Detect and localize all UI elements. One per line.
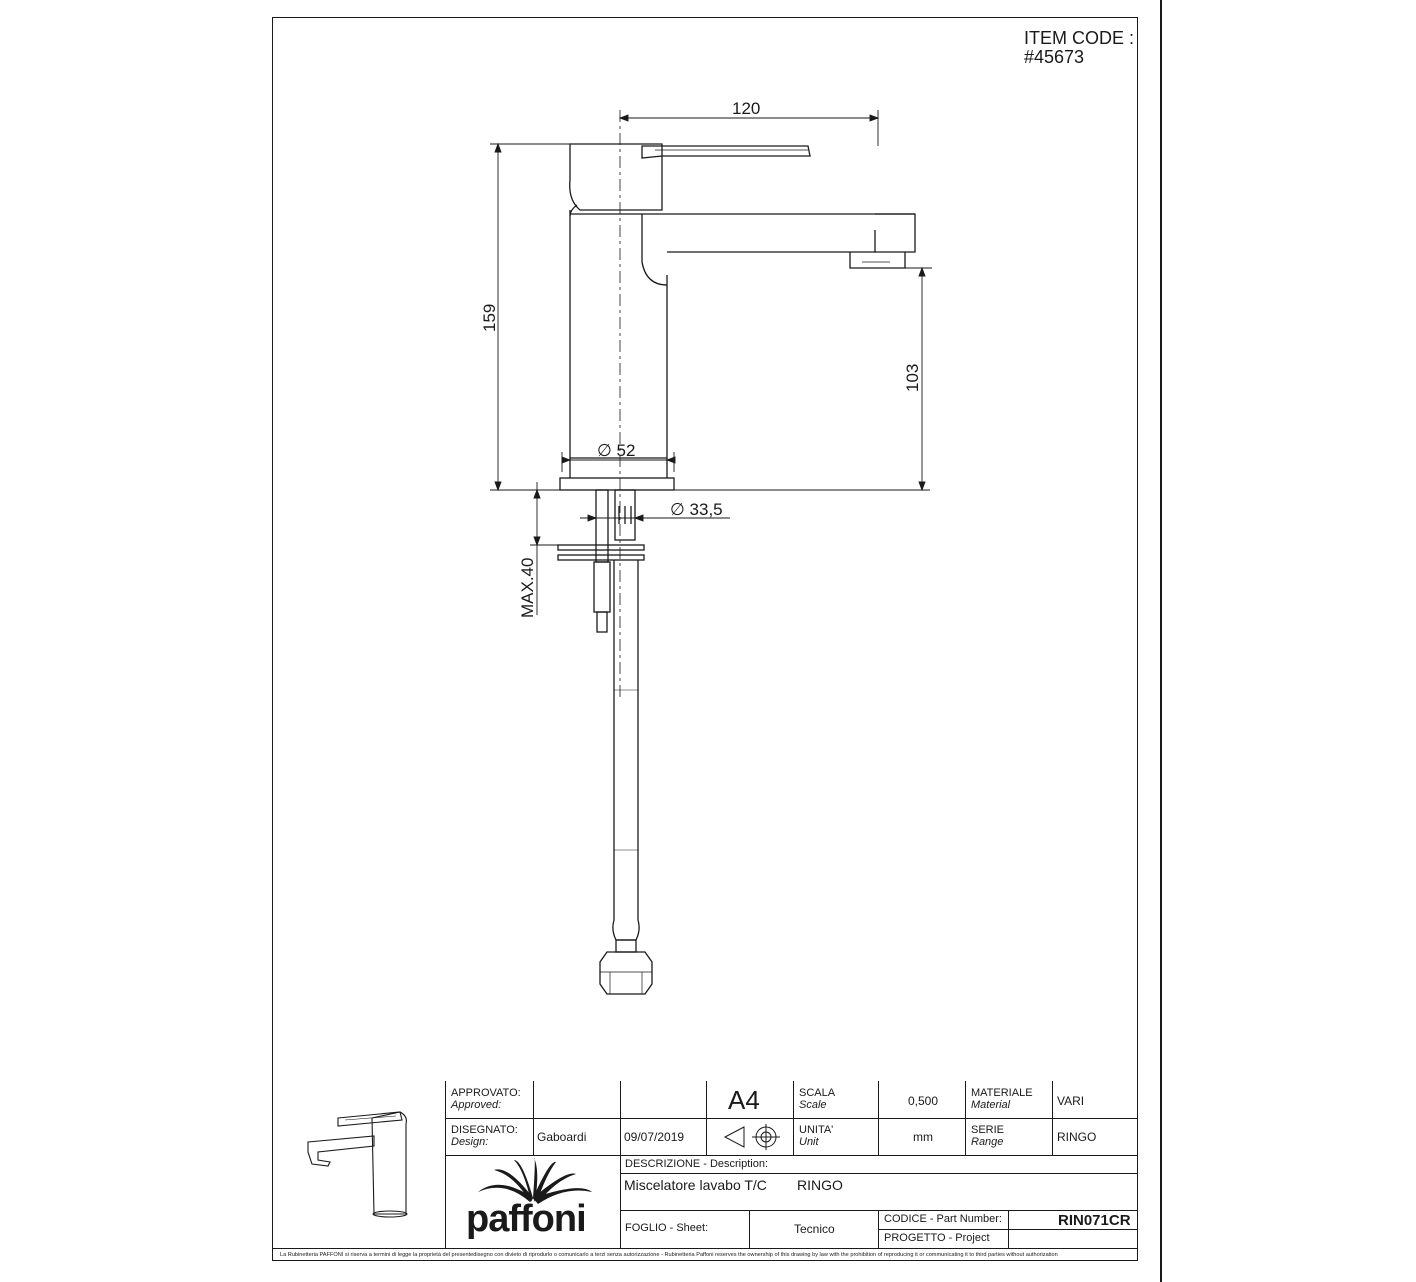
approved-date-cell bbox=[620, 1081, 707, 1119]
approved-value-cell bbox=[533, 1081, 621, 1119]
project-label: PROGETTO - Project bbox=[884, 1232, 990, 1244]
approved-label: APPROVATO: bbox=[451, 1087, 521, 1099]
range-cell: SERIE Range bbox=[965, 1118, 1053, 1156]
projection-cell bbox=[706, 1118, 794, 1156]
dimension-label-103: 103 bbox=[903, 363, 922, 392]
projection-symbol-icon bbox=[723, 1124, 780, 1150]
sheet-label: FOGLIO - Sheet: bbox=[625, 1222, 709, 1234]
item-code-label: ITEM CODE : bbox=[1024, 28, 1135, 48]
design-cell: DISEGNATO: Design: bbox=[445, 1118, 534, 1156]
dimension-dia-52 bbox=[561, 452, 676, 472]
dimension-dia-33-5 bbox=[580, 514, 730, 522]
part-number-value-cell bbox=[1008, 1210, 1138, 1230]
sheet-value: Tecnico bbox=[794, 1222, 835, 1236]
faucet-thumbnail bbox=[307, 1111, 408, 1218]
logo-cell bbox=[445, 1155, 621, 1249]
unit-cell: UNITA' Unit bbox=[793, 1118, 879, 1156]
logo-wordmark: paffoni bbox=[466, 1198, 587, 1240]
legal-footer: La Rubinetteria PAFFONI si riserva a ter… bbox=[280, 1252, 1058, 1258]
dimension-120 bbox=[618, 110, 880, 146]
description-label: DESCRIZIONE - Description: bbox=[625, 1158, 769, 1170]
range-value-cell bbox=[1052, 1118, 1138, 1156]
unit-label-en: Unit bbox=[799, 1136, 819, 1148]
range-label-en: Range bbox=[971, 1136, 1004, 1148]
item-code-value: #45673 bbox=[1024, 47, 1085, 67]
material-label: MATERIALE bbox=[971, 1087, 1033, 1099]
scale-label-en: Scale bbox=[799, 1099, 827, 1111]
unit-value: mm bbox=[913, 1130, 933, 1144]
mounting-kit bbox=[557, 489, 645, 633]
flex-hose bbox=[599, 560, 653, 995]
scale-value-cell bbox=[878, 1081, 966, 1119]
logo-icon bbox=[478, 1157, 592, 1204]
description-series: RINGO bbox=[797, 1177, 843, 1193]
range-label: SERIE bbox=[971, 1124, 1005, 1136]
dimension-label-max-40: MAX.40 bbox=[518, 557, 537, 618]
design-label: DISEGNATO: bbox=[451, 1124, 518, 1136]
dimension-max-40 bbox=[530, 482, 560, 615]
date-cell bbox=[620, 1118, 707, 1156]
sheet-label-cell: FOGLIO - Sheet: bbox=[620, 1210, 750, 1249]
item-code: ITEM CODE : #45673 bbox=[1024, 29, 1134, 67]
project-label-cell: PROGETTO - Project bbox=[878, 1229, 1009, 1249]
designer-cell bbox=[533, 1118, 621, 1156]
unit-label: UNITA' bbox=[799, 1124, 834, 1136]
sheet-edge-rule bbox=[1160, 0, 1162, 1282]
dimension-label-159: 159 bbox=[480, 303, 499, 332]
material-value-cell bbox=[1052, 1081, 1138, 1119]
part-number-label-cell: CODICE - Part Number: bbox=[878, 1210, 1009, 1230]
designer-value: Gaboardi bbox=[537, 1130, 587, 1144]
unit-value-cell bbox=[878, 1118, 966, 1156]
scale-cell: SCALA Scale bbox=[793, 1081, 879, 1119]
project-value-cell bbox=[1008, 1229, 1138, 1249]
drawing-frame bbox=[272, 17, 1138, 1261]
format-cell bbox=[706, 1081, 794, 1119]
description-label-cell: DESCRIZIONE - Description: bbox=[620, 1155, 1138, 1174]
sheet-value-cell bbox=[749, 1210, 879, 1249]
base-flange bbox=[559, 477, 675, 491]
thumbnail-cell bbox=[272, 1081, 446, 1249]
description-value-cell bbox=[620, 1173, 1138, 1211]
scale-label: SCALA bbox=[799, 1087, 836, 1099]
approved-label-en: Approved: bbox=[451, 1099, 502, 1111]
description-value: Miscelatore lavabo T/C bbox=[624, 1177, 767, 1193]
range-value: RINGO bbox=[1057, 1130, 1097, 1144]
part-number-label: CODICE - Part Number: bbox=[884, 1213, 1002, 1225]
dimension-label-dia-33-5: ∅ 33,5 bbox=[670, 500, 723, 519]
faucet-body bbox=[569, 204, 916, 459]
material-cell: MATERIALE Material bbox=[965, 1081, 1053, 1119]
dimension-103 bbox=[905, 266, 932, 492]
date-value: 09/07/2019 bbox=[624, 1130, 685, 1144]
dimension-159 bbox=[490, 142, 930, 492]
material-label-en: Material bbox=[971, 1099, 1011, 1111]
dimension-label-120: 120 bbox=[732, 99, 761, 118]
format-value: A4 bbox=[728, 1085, 760, 1115]
scale-value: 0,500 bbox=[908, 1094, 939, 1108]
lever-handle bbox=[569, 143, 811, 211]
design-label-en: Design: bbox=[451, 1136, 489, 1148]
part-number-value: RIN071CR bbox=[1058, 1212, 1131, 1229]
approved-cell: APPROVATO: Approved: bbox=[445, 1081, 534, 1119]
dimension-label-dia-52: ∅ 52 bbox=[597, 441, 636, 460]
material-value: VARI bbox=[1057, 1094, 1085, 1108]
